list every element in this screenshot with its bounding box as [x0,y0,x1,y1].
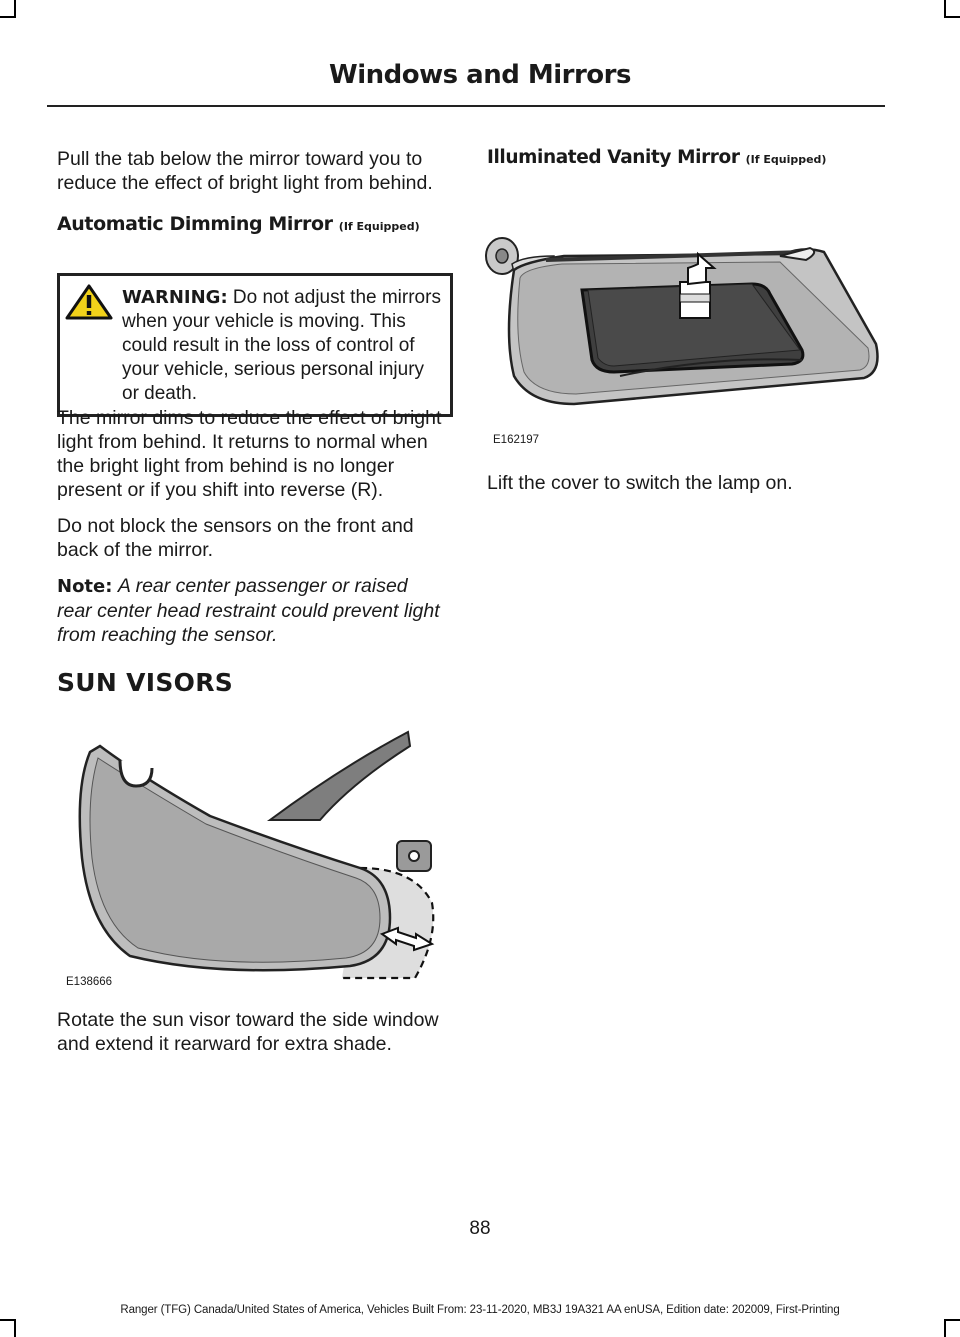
dim-description: The mirror dims to reduce the effect of … [57,407,442,501]
crop-mark [944,1320,946,1337]
figure-id: E162197 [493,434,540,446]
crop-mark [0,1319,16,1321]
auto-dim-qualifier: (If Equipped) [338,220,420,233]
section-heading: SUN VISORS [57,668,234,697]
sensor-paragraph: Do not block the sensors on the front an… [57,515,414,561]
warning-text: Do not adjust the mirrors when your vehi… [122,287,441,404]
crop-mark [0,16,16,18]
header-divider [47,105,885,107]
page-number: 88 [469,1218,491,1239]
page-title: Windows and Mirrors [329,60,631,90]
vanity-caption: Lift the cover to switch the lamp on. [487,472,793,494]
left-column-body: The mirror dims to reduce the effect of … [57,406,447,659]
vanity-heading-text: Illuminated Vanity Mirror [487,147,740,168]
crop-mark [944,0,946,17]
vanity-heading: Illuminated Vanity Mirror (If Equipped) [487,147,887,168]
visor-caption: Rotate the sun visor toward the side win… [57,1009,439,1055]
crop-mark [944,1319,960,1321]
vanity-qualifier: (If Equipped) [745,153,827,166]
warning-triangle-icon [65,284,113,327]
note-label: Note: [57,576,113,597]
sun-visor-figure [60,728,445,990]
vanity-mirror-figure [484,226,886,416]
right-column: Illuminated Vanity Mirror (If Equipped) [487,147,887,168]
note-paragraph: Note: A rear center passenger or raised … [57,574,447,647]
left-column: Pull the tab below the mirror toward you… [57,147,447,235]
warning-label: WARNING: [122,287,228,308]
figure-id: E138666 [66,976,113,988]
crop-mark [14,0,16,17]
crop-mark [944,16,960,18]
footer-text: Ranger (TFG) Canada/United States of Ame… [120,1304,840,1316]
warning-box: WARNING: Do not adjust the mirrors when … [57,273,453,417]
vanity-caption-block: Lift the cover to switch the lamp on. [487,471,887,507]
note-text: A rear center passenger or raised rear c… [57,575,440,646]
auto-dim-heading: Automatic Dimming Mirror (If Equipped) [57,213,447,235]
crop-mark [14,1320,16,1337]
visor-caption-block: Rotate the sun visor toward the side win… [57,1008,447,1068]
intro-paragraph: Pull the tab below the mirror toward you… [57,148,433,194]
auto-dim-heading-text: Automatic Dimming Mirror [57,213,333,235]
